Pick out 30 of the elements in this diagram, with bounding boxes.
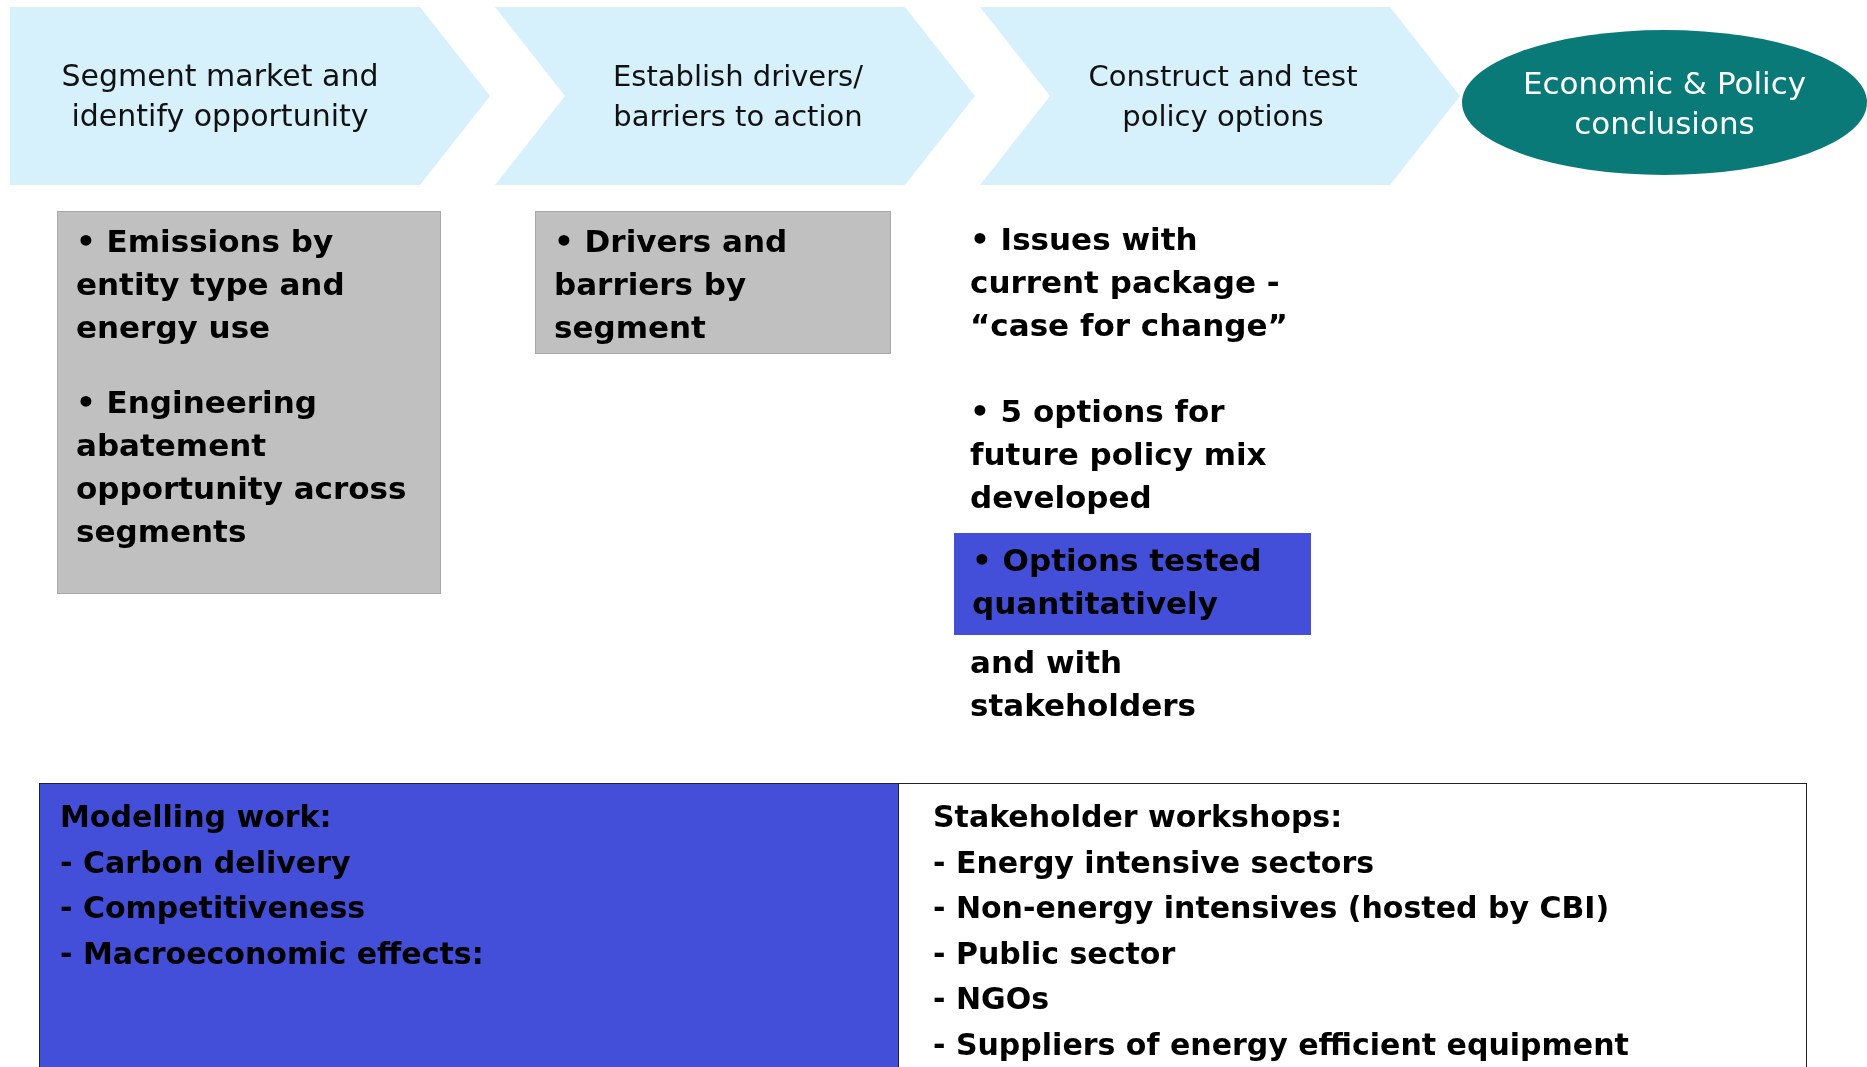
bullet-text: Economic & Policy conclusions [1521,63,1808,143]
panel [898,783,1807,1067]
panel-heading: Stakeholder workshops: [933,798,1344,836]
bullet-text: • Drivers and barriers by segment [554,222,789,347]
bullet-text: • Issues with current package - “case for change” [970,220,1289,345]
list-item: - Carbon delivery [60,843,352,882]
bullet-text: and with stakeholders [970,643,1197,725]
panel [39,783,899,1067]
list-item: - NGOs [933,980,1050,1018]
panel-heading: Modelling work: [60,798,333,836]
conclusion-ellipse [1462,30,1867,175]
list-item: - Competitiveness [60,889,367,927]
bullet-text: Construct and test policy options [1087,58,1359,135]
process-step-banner [495,7,975,185]
list-item: - Non-energy intensives (hosted by CBI) [933,889,1611,927]
bullet-text: Establish drivers/ barriers to action [612,58,864,135]
bullet-text: Segment market and identify opportunity [60,57,380,135]
list-item: - Macroeconomic effects: [60,934,485,973]
bullet-text: • Emissions by entity type and energy use [76,222,346,347]
bullet-text: • Engineering abatement opportunity across segments [76,383,408,551]
list-item: - Suppliers of energy efficient equipment [933,1025,1630,1064]
note-box [57,211,441,594]
note-box [954,533,1311,635]
bullet-text: • Options tested quantitatively [972,541,1263,623]
list-item: - Energy intensive sectors [933,843,1376,882]
note-box [535,211,891,354]
process-step-banner [980,7,1460,185]
process-step-banner [10,7,490,185]
bullet-text: • 5 options for future policy mix developed [970,392,1268,517]
list-item: - Public sector [933,934,1177,973]
